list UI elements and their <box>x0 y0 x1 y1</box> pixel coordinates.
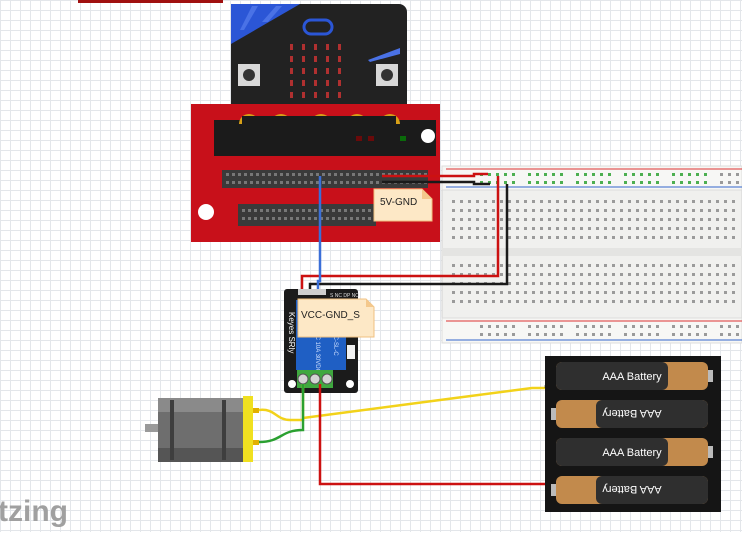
led <box>314 56 317 62</box>
load-wires <box>258 384 548 486</box>
led-matrix <box>290 44 341 98</box>
relay-pin-label: S NC DP NO <box>330 293 359 299</box>
mount-hole <box>198 204 214 220</box>
wire-vcc-relay <box>300 176 500 290</box>
relay-rating: 10A 250VAC 10A 30VDC <box>314 306 320 374</box>
breadboard-holes <box>452 200 735 303</box>
led <box>302 44 305 50</box>
led <box>290 44 293 50</box>
led <box>338 80 341 86</box>
top-power-rail <box>441 165 742 191</box>
header-pins <box>226 173 427 220</box>
led <box>314 80 317 86</box>
led <box>338 44 341 50</box>
wire-battery-yellow <box>302 386 546 420</box>
relay-led <box>347 345 355 359</box>
led <box>290 68 293 74</box>
motor-endcap <box>243 396 253 462</box>
led <box>338 56 341 62</box>
battery-label: AAA Battery <box>602 371 662 383</box>
aaa-battery-3: AAA Battery <box>556 438 713 466</box>
center-channel <box>442 248 742 256</box>
led <box>326 92 329 98</box>
led <box>290 56 293 62</box>
led <box>314 68 317 74</box>
bottom-power-rail <box>441 317 742 344</box>
rail-holes <box>480 173 739 336</box>
battery-label: AAA Battery <box>602 447 662 459</box>
wire-gnd-to-rail <box>382 180 490 186</box>
wires <box>300 172 509 290</box>
bluetooth-antenna <box>368 48 400 62</box>
note-5v-gnd[interactable]: 5V-GND <box>373 188 433 222</box>
note-vcc-gnd-s-text: VCC-GND_S <box>301 310 360 321</box>
relay-pin-header <box>298 289 326 295</box>
note-vcc-gnd-s[interactable]: VCC-GND_S <box>297 298 375 338</box>
aaa-battery-4: AAA Battery <box>551 476 708 504</box>
gpio-header-top <box>222 170 378 188</box>
led <box>326 44 329 50</box>
led <box>314 44 317 50</box>
relay-brand: Keyes SRly <box>287 312 296 353</box>
led <box>338 92 341 98</box>
led <box>302 68 305 74</box>
led <box>314 92 317 98</box>
wire-5v-to-rail <box>382 172 488 178</box>
wire-motor-yellow-relay <box>258 384 305 422</box>
mount-hole <box>421 129 435 143</box>
led <box>302 56 305 62</box>
power-header <box>378 170 428 188</box>
led <box>326 56 329 62</box>
battery-label: AAA Battery <box>602 407 662 419</box>
wire-motor-green <box>258 384 305 444</box>
led <box>290 80 293 86</box>
offscreen-part-edge <box>78 0 223 3</box>
led <box>302 80 305 86</box>
led <box>290 92 293 98</box>
fritzing-watermark: tzing <box>0 495 68 528</box>
wire-signal-relay <box>316 176 322 290</box>
led <box>326 80 329 86</box>
dc-motor[interactable] <box>145 396 259 462</box>
battery-label: AAA Battery <box>602 483 662 495</box>
led <box>338 68 341 74</box>
led <box>326 68 329 74</box>
wire-gnd-relay <box>308 184 509 290</box>
breadboard[interactable] <box>441 165 742 344</box>
motor-shaft <box>145 424 161 432</box>
wire-battery-red <box>318 384 546 486</box>
aaa-battery-1: AAA Battery <box>556 362 713 390</box>
gpio-header-bottom <box>238 204 376 226</box>
logo-icon <box>302 18 334 36</box>
edge-connector-slot <box>214 120 436 156</box>
led <box>302 92 305 98</box>
note-5v-gnd-text: 5V-GND <box>380 197 417 208</box>
aaa-battery-2: AAA Battery <box>551 400 708 428</box>
microbit-board[interactable] <box>231 4 407 124</box>
